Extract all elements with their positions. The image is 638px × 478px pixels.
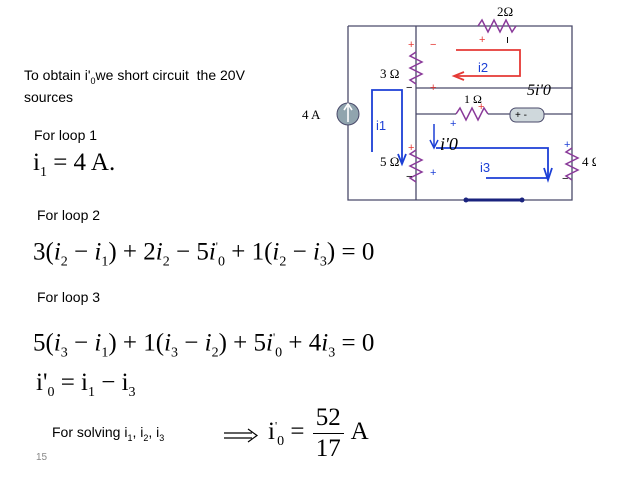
label-i2: i2 bbox=[478, 60, 488, 75]
label-i1: i1 bbox=[376, 118, 386, 133]
result-equation: i'0 = 52 17 A bbox=[268, 403, 369, 464]
svg-text:−: − bbox=[430, 39, 436, 51]
label-current-source: 4 A bbox=[302, 107, 321, 122]
resistor-3ohm bbox=[408, 51, 424, 85]
label-r-5: 5 Ω bbox=[380, 154, 399, 169]
svg-text:+: + bbox=[430, 82, 436, 94]
svg-text:+: + bbox=[450, 118, 456, 130]
polarity-marks: + − − + + ı + + + − + + − bbox=[406, 34, 570, 185]
label-r-3: 3 Ω bbox=[380, 66, 399, 81]
loop3-label: For loop 3 bbox=[37, 289, 101, 305]
dependent-source bbox=[509, 107, 545, 123]
dep-source-plus: + - bbox=[515, 110, 527, 121]
label-r-2: 2Ω bbox=[497, 4, 513, 19]
result-denominator: 17 bbox=[315, 435, 341, 462]
loop-i2-arrow bbox=[456, 49, 521, 77]
equation-i0: i'0 = i1 − i3 bbox=[36, 369, 136, 400]
loop-i3-arrow bbox=[436, 147, 549, 179]
label-r-1: 1 Ω bbox=[464, 92, 482, 106]
circuit-diagram: 2Ω 3 Ω 1 Ω + - 5i'0 5 Ω 4 Ω 4 A i1 i2 i3… bbox=[302, 4, 596, 203]
svg-text:−: − bbox=[562, 173, 568, 185]
loop1-label: For loop 1 bbox=[34, 127, 98, 143]
equation-loop2: 3(i2 − i1) + 2i2 − 5i'0 + 1(i2 − i3) = 0 bbox=[33, 238, 375, 270]
svg-text:−: − bbox=[406, 82, 412, 94]
svg-text:+: + bbox=[478, 101, 484, 113]
svg-text:+: + bbox=[479, 34, 485, 46]
intro-i0: i'0 bbox=[84, 67, 96, 86]
equation-loop3: 5(i3 − i1) + 1(i3 − i2) + 5i'0 + 4i3 = 0 bbox=[33, 329, 375, 361]
svg-text:+: + bbox=[430, 167, 436, 179]
label-r-4: 4 Ω bbox=[582, 154, 596, 169]
label-dep-source: 5i'0 bbox=[527, 82, 551, 99]
resistor-4ohm bbox=[564, 147, 580, 181]
svg-text:−: − bbox=[406, 171, 412, 183]
svg-text:+: + bbox=[408, 39, 414, 51]
loop2-label: For loop 2 bbox=[37, 207, 101, 223]
implies-arrow-icon bbox=[224, 428, 259, 443]
result-lhs: i'0 = bbox=[268, 418, 305, 450]
resistor-2ohm bbox=[477, 18, 517, 34]
slide-number: 15 bbox=[36, 452, 48, 463]
result-numerator: 52 bbox=[312, 403, 344, 434]
svg-text:+: + bbox=[408, 142, 414, 154]
equation-loop1: i1 = 4 A. bbox=[33, 149, 116, 180]
resistor-5ohm bbox=[408, 149, 424, 183]
resistor-1ohm bbox=[455, 106, 489, 122]
svg-text:ı: ı bbox=[506, 34, 509, 46]
solve-label: For solving i1, i2, i3 bbox=[52, 424, 165, 443]
label-i3: i3 bbox=[480, 160, 490, 175]
label-i0: i'0 bbox=[440, 134, 458, 154]
loop-i1-arrow bbox=[371, 89, 403, 162]
svg-text:+: + bbox=[564, 139, 570, 151]
result-unit: A bbox=[350, 418, 369, 446]
result-fraction: 52 17 bbox=[312, 403, 344, 464]
